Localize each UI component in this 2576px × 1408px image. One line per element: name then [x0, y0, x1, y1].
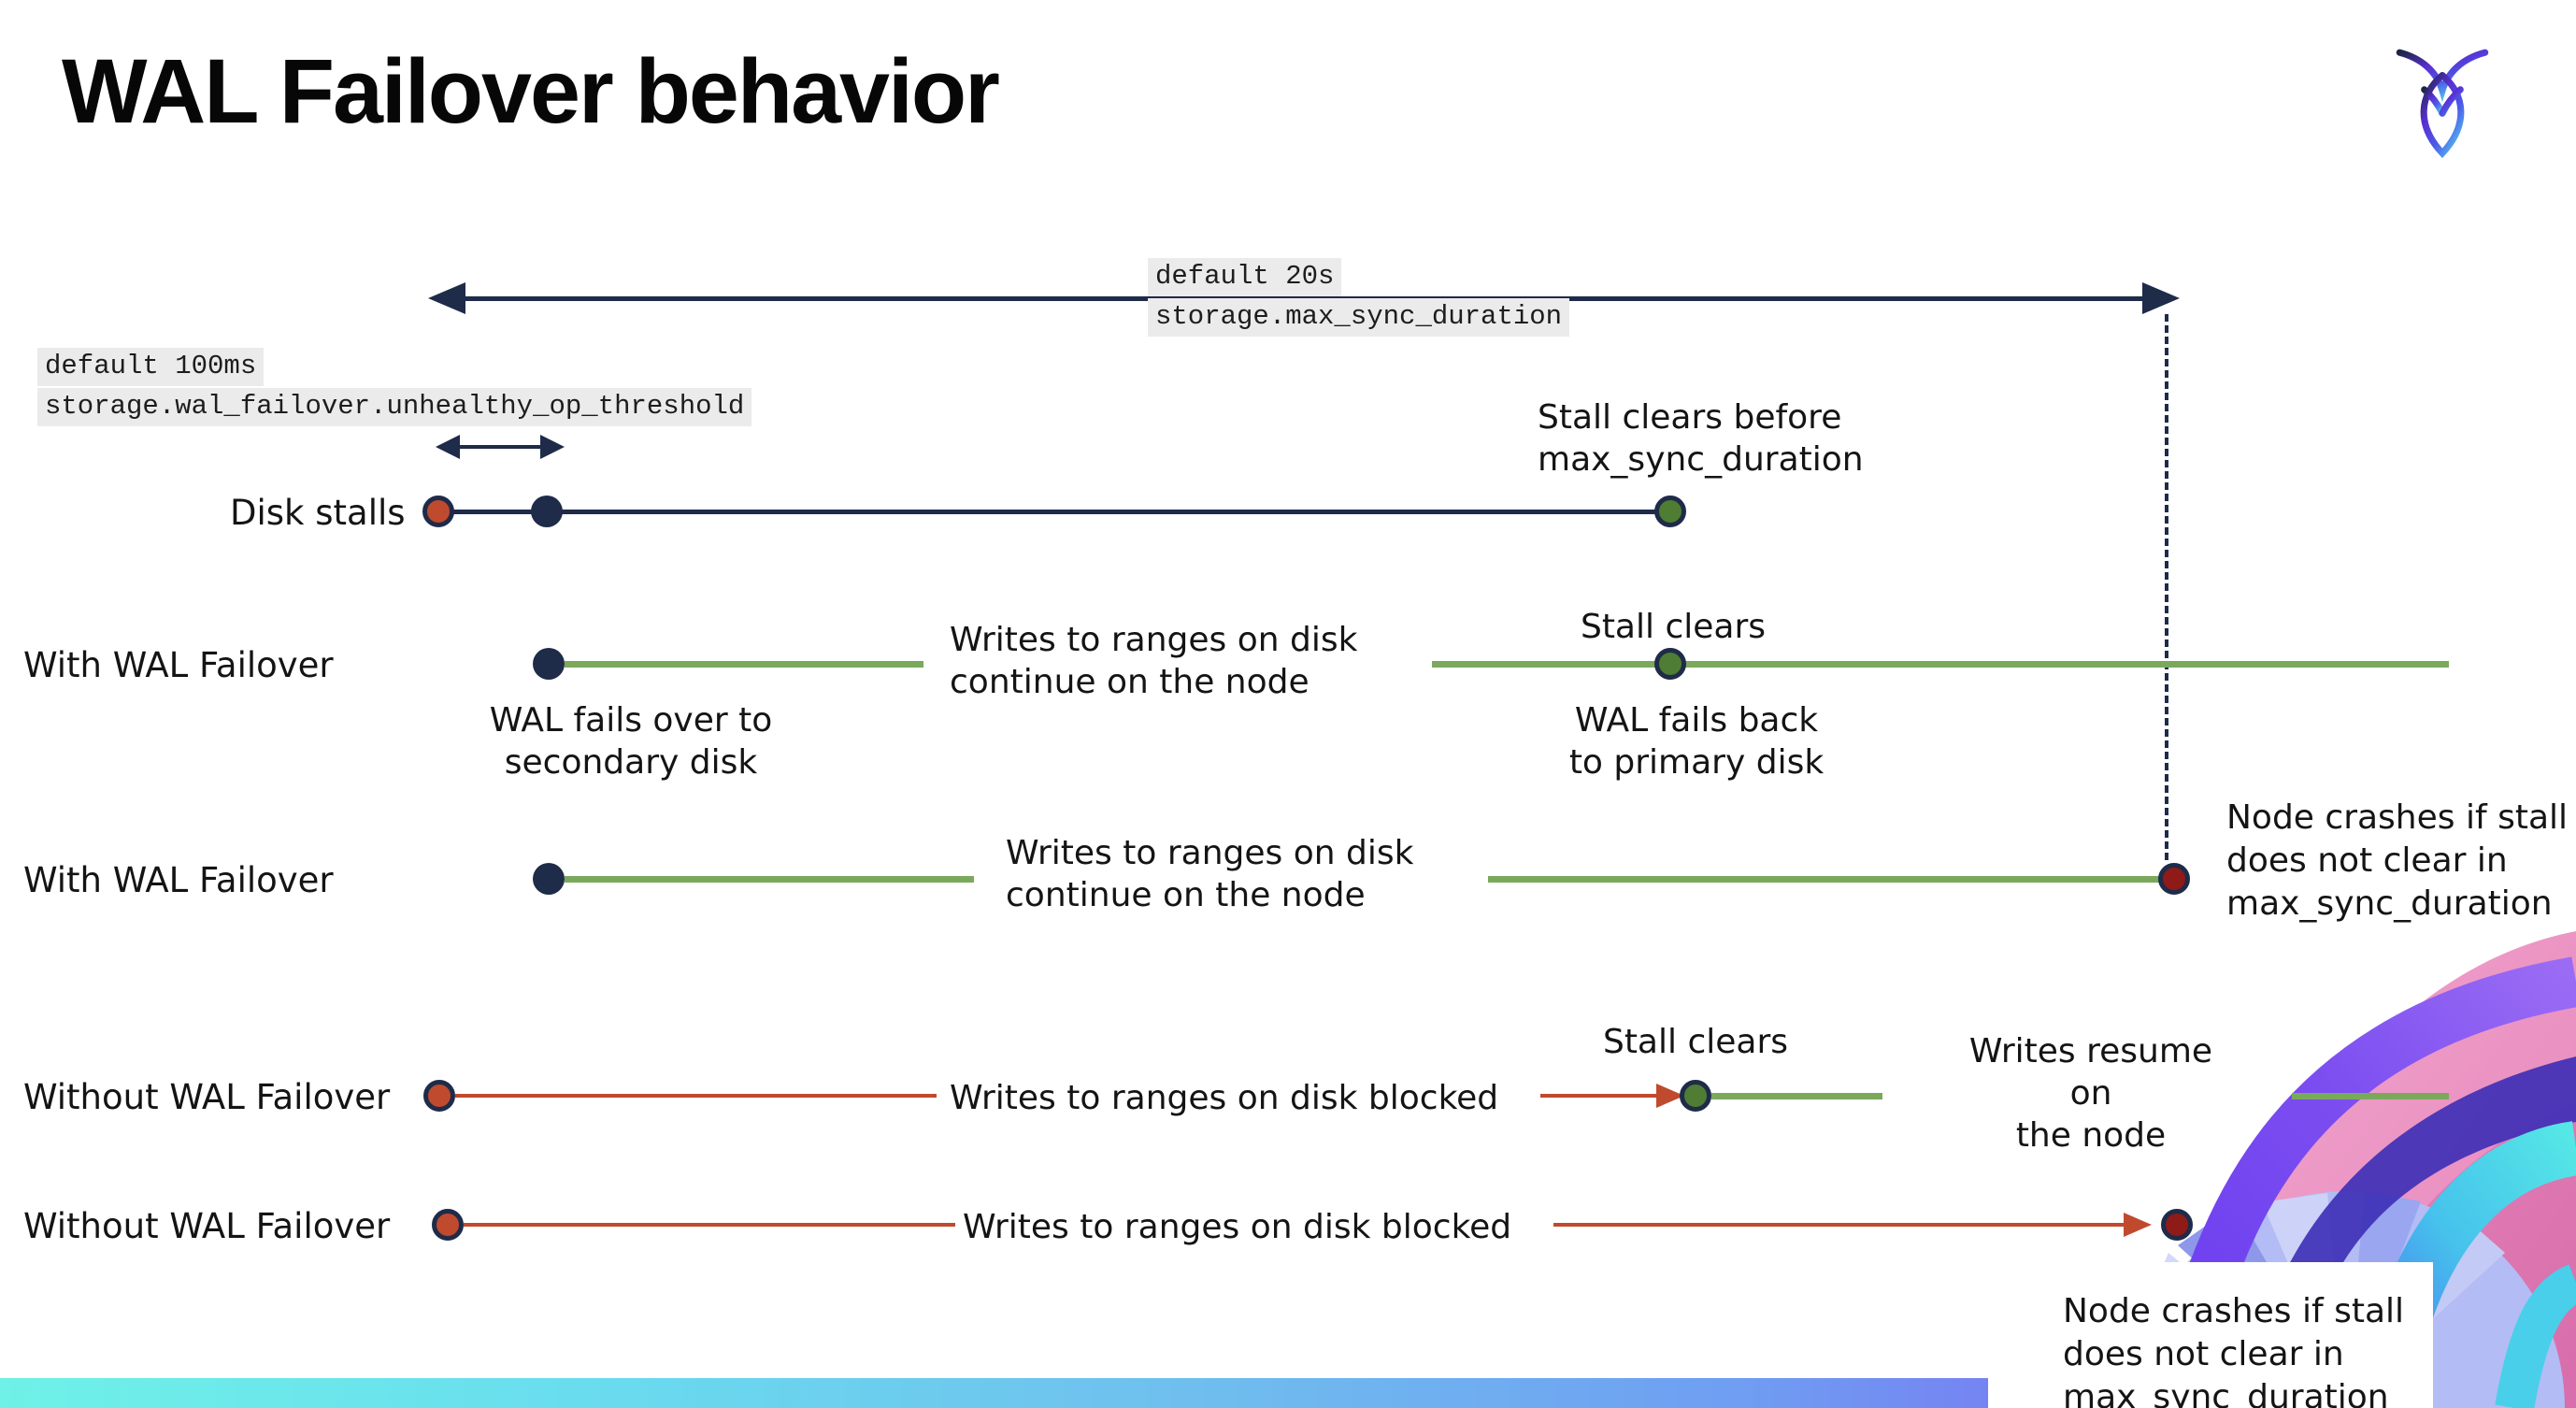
setting-name: storage.max_sync_duration: [1148, 298, 1570, 337]
row-label-without-wal-failover-1: Without WAL Failover: [23, 1077, 391, 1117]
writes-blocked-note-2: Writes to ranges on disk blocked: [963, 1208, 1512, 1246]
writes-continue-note-2: Writes to ranges on disk continue on the…: [1006, 834, 1414, 914]
max-sync-arrow-left-head: [428, 282, 465, 314]
writes-continue-line-2: [1432, 661, 2449, 668]
row-label-without-wal-failover-2: Without WAL Failover: [23, 1206, 391, 1246]
stall-clears-dot: [1654, 496, 1686, 527]
art-indigo-band: [2243, 1056, 2576, 1408]
failover-dot-2: [533, 863, 565, 895]
threshold-reached-dot: [531, 496, 563, 527]
setting-default-value: default 20s: [1148, 258, 1342, 296]
writes-resume-line: [1711, 1093, 1882, 1099]
writes-continue-note: Writes to ranges on disk continue on the…: [950, 621, 1358, 701]
stall-clears-before-note: Stall clears before max_sync_duration: [1538, 398, 1864, 479]
cockroachdb-logo-icon: [2396, 49, 2489, 159]
setting-default-value: default 100ms: [37, 348, 265, 386]
stall-clears-dot-3: [1680, 1080, 1711, 1112]
threshold-arrow-right-head: [540, 435, 565, 459]
writes-blocked-line: [455, 1094, 937, 1098]
max-sync-duration-setting: default 20s storage.max_sync_duration: [1148, 258, 1570, 338]
writes-continue-line-4: [1488, 876, 2163, 883]
stall-clears-note-2: Stall clears: [1602, 1023, 1789, 1061]
row-label-disk-stalls: Disk stalls: [230, 493, 406, 533]
node-crash-note-2: Node crashes if stall does not clear in …: [2063, 1292, 2405, 1408]
failover-dot: [533, 648, 565, 680]
writes-resume-line-2: [2292, 1093, 2449, 1099]
stall-start-dot: [422, 496, 454, 527]
node-crash-dot: [2158, 863, 2190, 895]
node-crash-note: Node crashes if stall does not clear in …: [2226, 798, 2569, 923]
writes-continue-line-3: [565, 876, 974, 883]
stall-start-dot-2: [423, 1080, 455, 1112]
stall-clears-note: Stall clears: [1580, 608, 1767, 646]
threshold-arrow-left-head: [436, 435, 460, 459]
node-crash-callout: Node crashes if stall does not clear in …: [1988, 1262, 2433, 1408]
art-cyan-arc-small: [2495, 1264, 2576, 1408]
node-crash-dot-2: [2161, 1209, 2193, 1241]
setting-name: storage.wal_failover.unhealthy_op_thresh…: [37, 388, 752, 426]
writes-blocked-line-3: [464, 1223, 955, 1227]
row-label-with-wal-failover-2: With WAL Failover: [23, 860, 334, 900]
writes-blocked-line-2: [1540, 1094, 1666, 1098]
writes-resume-note: Writes resume on the node: [1968, 1032, 2213, 1155]
writes-blocked-note: Writes to ranges on disk blocked: [950, 1079, 1499, 1117]
stall-clears-dot-2: [1654, 648, 1686, 680]
max-sync-deadline-dashed-line: [2165, 314, 2168, 860]
writes-blocked-line-4: [1553, 1223, 2131, 1227]
max-sync-arrow-right-head: [2142, 282, 2180, 314]
threshold-arrow-line: [456, 445, 546, 449]
row-label-with-wal-failover-1: With WAL Failover: [23, 645, 334, 685]
writes-continue-line: [565, 661, 923, 668]
stall-start-dot-3: [432, 1209, 464, 1241]
failover-note: WAL fails over to secondary disk: [489, 701, 773, 782]
disk-stalls-line: [438, 510, 1672, 514]
unhealthy-op-threshold-setting: default 100ms storage.wal_failover.unhea…: [37, 348, 752, 428]
failback-note: WAL fails back to primary disk: [1568, 701, 1825, 782]
page-title: WAL Failover behavior: [62, 40, 1000, 142]
blocked-arrow-head-2: [2124, 1213, 2152, 1237]
